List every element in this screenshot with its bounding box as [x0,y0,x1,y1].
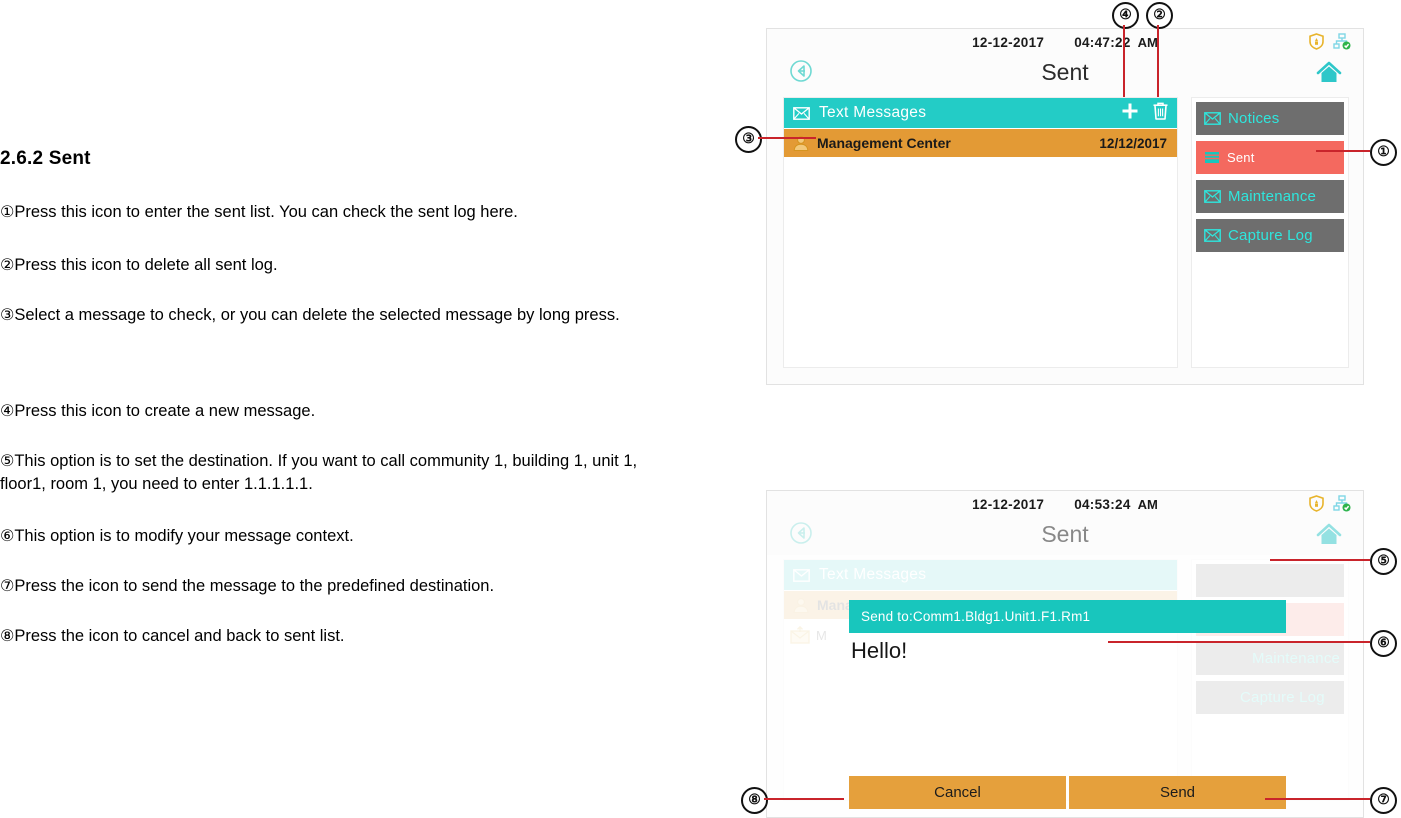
leader-line-8 [764,798,844,800]
side-menu: Notices Sent Maintenance Capture Log [1191,97,1349,368]
doc-paragraph-2: ②Press this icon to delete all sent log. [0,253,672,277]
screen-title: Sent [1041,59,1089,85]
doc-paragraph-6: ⑥This option is to modify your message c… [0,524,672,548]
sidebar-item-sent[interactable]: Sent [1196,141,1344,174]
device-screenshot-compose-message: 12-12-2017 04:53:24 AM Sent T [766,490,1364,818]
list-marker-4: ④ [0,401,15,420]
compose-button-row: Cancel Send [849,776,1286,809]
status-ampm: AM [1137,34,1158,50]
message-sender-name: Management Center [817,135,951,151]
leader-line-7 [1265,798,1370,800]
doc-paragraph-3-text: Select a message to check, or you can de… [14,306,620,324]
delete-all-icon[interactable] [1152,101,1169,126]
screen-title: Sent [1041,521,1089,547]
leader-line-3 [758,137,816,139]
doc-paragraph-1: ①Press this icon to enter the sent list.… [0,200,672,224]
network-connected-icon [1333,33,1351,55]
page-title: 2.6.2 Sent [0,148,91,169]
compose-backdrop [767,555,1363,817]
doc-paragraph-6-text: This option is to modify your message co… [14,527,354,545]
message-body-field[interactable]: Hello! [851,638,908,663]
envelope-icon [1204,229,1221,242]
envelope-icon [1204,112,1221,125]
leader-line-2 [1157,25,1159,97]
device-screenshot-sent-list: 12-12-2017 04:47:22 AM Sent Text M [766,28,1364,385]
list-marker-1: ① [0,202,15,221]
doc-paragraph-2-text: Press this icon to delete all sent log. [14,256,278,274]
shield-icon [1309,33,1324,55]
table-row[interactable]: Management Center 12/12/2017 [784,129,1177,157]
list-marker-3: ③ [0,305,15,324]
envelope-icon [793,106,810,120]
list-marker-2: ② [0,255,15,274]
compose-dialog: Send to:Comm1.Bldg1.Unit1.F1.Rm1 Hello! … [767,555,1363,817]
document-text-column: 2.6.2 Sent ①Press this icon to enter the… [0,0,690,818]
network-connected-icon [1333,495,1351,517]
doc-paragraph-8-text: Press the icon to cancel and back to sen… [14,627,345,645]
title-bar: Sent [767,55,1363,93]
status-date: 12-12-2017 [972,34,1045,50]
status-time: 04:53:24 [1074,496,1131,512]
doc-paragraph-1-text: Press this icon to enter the sent list. … [14,203,518,221]
list-marker-7: ⑦ [0,576,15,595]
doc-paragraph-7: ⑦Press the icon to send the message to t… [0,574,672,598]
leader-line-6 [1108,641,1370,643]
shield-icon [1309,495,1324,517]
content-area: Text Messages Management Center M Mainte… [767,555,1363,817]
callout-4: ④ [1112,2,1139,29]
status-icons [1309,33,1351,55]
leader-line-4 [1123,25,1125,97]
message-list-panel: Text Messages Management Center 12/12/20… [783,97,1178,368]
add-message-icon[interactable] [1120,101,1140,126]
status-bar: 12-12-2017 04:47:22 AM [767,29,1363,55]
callout-1: ① [1370,139,1397,166]
title-bar: Sent [767,517,1363,555]
doc-paragraph-7-text: Press the icon to send the message to th… [14,577,495,595]
leader-line-1 [1316,150,1370,152]
home-icon[interactable] [1315,60,1343,91]
list-marker-5: ⑤ [0,451,15,470]
sidebar-item-label: Notices [1228,110,1280,127]
list-header-label: Text Messages [819,104,927,121]
doc-paragraph-5-text: This option is to set the destination. I… [0,452,638,493]
callout-6: ⑥ [1370,630,1397,657]
send-button[interactable]: Send [1069,776,1286,809]
sidebar-item-capture-log[interactable]: Capture Log [1196,219,1344,252]
callout-2: ② [1146,2,1173,29]
callout-5: ⑤ [1370,548,1397,575]
callout-7: ⑦ [1370,787,1397,814]
home-icon[interactable] [1315,522,1343,553]
list-header-text-messages: Text Messages [784,98,1177,128]
sidebar-item-label: Capture Log [1228,227,1313,244]
cancel-button[interactable]: Cancel [849,776,1066,809]
status-time: 04:47:22 [1074,34,1131,50]
status-bar: 12-12-2017 04:53:24 AM [767,491,1363,517]
list-marker-6: ⑥ [0,526,15,545]
doc-paragraph-4-text: Press this icon to create a new message. [14,402,316,420]
doc-paragraph-3: ③Select a message to check, or you can d… [0,303,672,327]
envelope-icon [1204,190,1221,203]
sent-icon [1204,151,1220,164]
leader-line-5 [1270,559,1370,561]
destination-value: Send to:Comm1.Bldg1.Unit1.F1.Rm1 [861,609,1091,624]
sidebar-item-maintenance[interactable]: Maintenance [1196,180,1344,213]
message-date: 12/12/2017 [1099,135,1167,151]
sidebar-item-label: Maintenance [1228,188,1317,205]
sidebar-item-notices[interactable]: Notices [1196,102,1344,135]
status-ampm: AM [1137,496,1158,512]
list-marker-8: ⑧ [0,626,15,645]
doc-paragraph-4: ④Press this icon to create a new message… [0,399,672,423]
back-icon[interactable] [789,59,813,88]
content-area: Text Messages Management Center 12/12/20… [767,93,1363,384]
callout-3: ③ [735,126,762,153]
destination-field[interactable]: Send to:Comm1.Bldg1.Unit1.F1.Rm1 [849,600,1286,633]
status-icons [1309,495,1351,517]
doc-paragraph-8: ⑧Press the icon to cancel and back to se… [0,624,672,648]
list-actions [1120,98,1169,128]
callout-8: ⑧ [741,787,768,814]
doc-paragraph-5: ⑤This option is to set the destination. … [0,449,672,496]
sidebar-item-label: Sent [1227,150,1255,165]
back-icon[interactable] [789,521,813,550]
status-date: 12-12-2017 [972,496,1045,512]
